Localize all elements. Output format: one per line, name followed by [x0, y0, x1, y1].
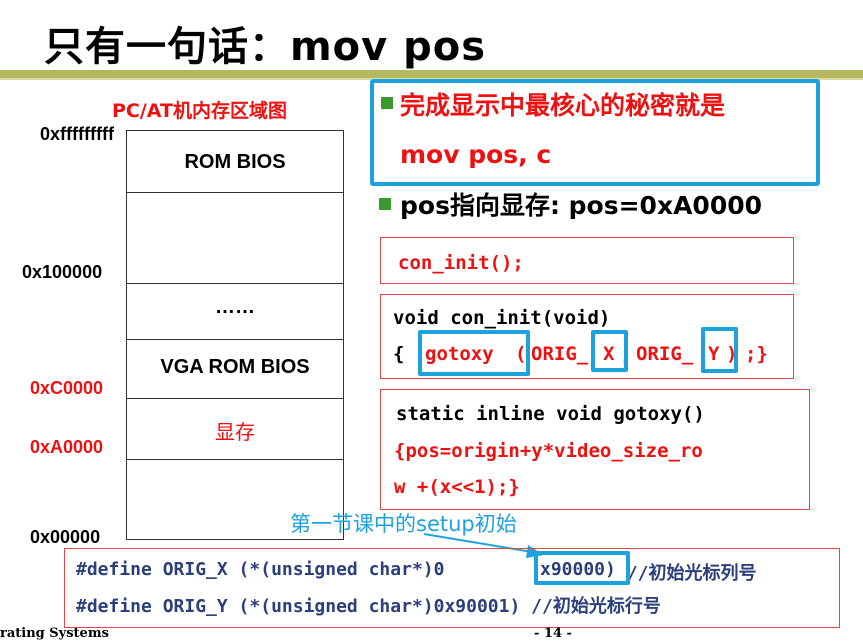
footer-course: rating Systems: [0, 626, 109, 641]
highlight-gotoxy: [418, 330, 530, 376]
code-arg-x: X: [603, 343, 615, 365]
address-00000: 0x00000: [30, 527, 101, 547]
address-top: 0xfffffffff: [40, 124, 114, 144]
region-vga-rom-bios: VGA ROM BIOS: [160, 356, 310, 378]
code-con-init-def-box: [380, 294, 794, 379]
code-paren-close: ): [726, 343, 738, 365]
defines-box: [64, 548, 840, 628]
code-brace-close: ;}: [745, 343, 768, 365]
key-point-line2: mov pos, c: [400, 140, 552, 169]
highlight-orig-y: [701, 327, 738, 373]
region-rom-bios: ROM BIOS: [184, 151, 286, 173]
page-number: - 14 -: [534, 626, 572, 641]
key-point-callout: [370, 79, 820, 186]
code-call-box: [380, 237, 794, 284]
highlight-orig-x: [591, 330, 628, 372]
memory-divider: [126, 398, 344, 399]
slide-title: 只有一句话：mov pos: [44, 24, 487, 70]
define-orig-x-comment: //初始光标列号: [616, 563, 757, 584]
define-orig-x-prefix: #define ORIG_X (*(unsigned char*)0: [76, 559, 445, 580]
code-gotoxy-signature: static inline void gotoxy(): [396, 403, 705, 425]
address-c0000: 0xC0000: [30, 378, 104, 398]
code-arg-orig: ORIG_: [531, 343, 589, 365]
code-gotoxy-call: gotoxy: [425, 343, 494, 365]
key-point-line1: 完成显示中最核心的秘密就是: [400, 91, 726, 120]
title-underline-bar: [0, 70, 863, 78]
code-pos-assign: {pos=origin+y*video_size_ro: [394, 440, 703, 462]
region-ellipsis: ……: [215, 296, 255, 318]
region-video-memory: 显存: [215, 422, 255, 444]
bullet-marker: [381, 97, 393, 109]
memory-divider: [126, 283, 344, 284]
setup-annotation: 第一节课中的setup初始: [290, 512, 517, 536]
code-arg-y: Y: [708, 343, 720, 365]
highlight-90000: [534, 551, 630, 585]
memory-map-title: PC/AT机内存区域图: [112, 100, 287, 122]
memory-divider: [126, 459, 344, 460]
memory-divider: [126, 339, 344, 340]
code-paren-open: (: [515, 343, 527, 365]
define-orig-x-address: x90000): [540, 559, 616, 580]
pos-bullet: pos指向显存: pos=0xA0000: [400, 191, 762, 220]
code-pos-assign-cont: w +(x<<1);}: [394, 476, 520, 498]
code-gotoxy-def-box: [380, 389, 810, 510]
code-con-init-call: con_init();: [398, 252, 524, 274]
address-a0000: 0xA0000: [30, 437, 104, 457]
code-arg-orig: ORIG_: [636, 343, 694, 365]
address-100000: 0x100000: [22, 262, 103, 282]
code-con-init-signature: void con_init(void): [393, 307, 611, 329]
code-brace-open: {: [393, 343, 405, 365]
bullet-marker: [379, 198, 391, 210]
define-orig-y: #define ORIG_Y (*(unsigned char*)0x90001…: [76, 596, 661, 617]
memory-divider: [126, 192, 344, 193]
memory-map-box: [126, 130, 344, 540]
